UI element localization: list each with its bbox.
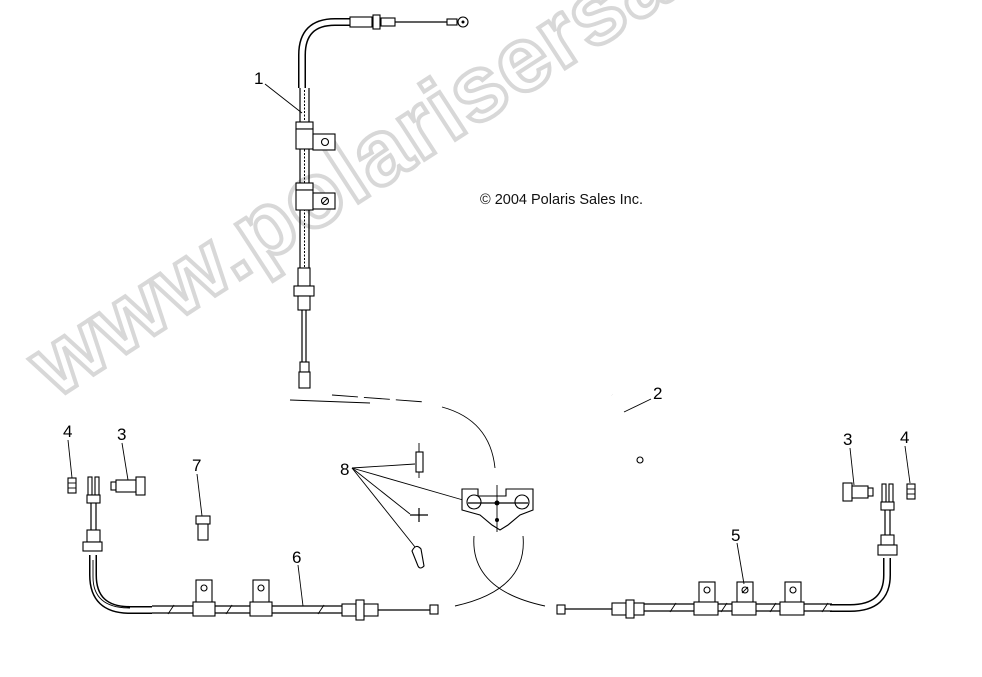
- cable-6-left[interactable]: [82, 476, 439, 621]
- callout-2: 2: [653, 384, 662, 403]
- callout-4-right: 4: [900, 428, 909, 447]
- equalizer-bracket-8[interactable]: [461, 485, 534, 532]
- callout-6: 6: [292, 548, 301, 567]
- cotter-clip-8[interactable]: [411, 545, 425, 569]
- cable-5-right[interactable]: [556, 483, 898, 619]
- clip-4-right[interactable]: [906, 483, 916, 500]
- callout-3-right: 3: [843, 430, 852, 449]
- cable-tie-2[interactable]: [610, 394, 644, 464]
- callout-3-left: 3: [117, 425, 126, 444]
- pin-8[interactable]: [415, 443, 424, 478]
- clevis-pin-3-left[interactable]: [110, 476, 146, 496]
- callout-4-left: 4: [63, 422, 72, 441]
- cross-pin-8[interactable]: [410, 508, 428, 522]
- cable-1-upper[interactable]: [293, 14, 469, 389]
- callout-8: 8: [340, 460, 349, 479]
- copyright-notice: © 2004 Polaris Sales Inc.: [480, 192, 644, 208]
- clevis-pin-3-right[interactable]: [842, 482, 874, 502]
- callout-1: 1: [254, 69, 263, 88]
- clip-4-left[interactable]: [67, 477, 77, 494]
- callout-5: 5: [731, 526, 740, 545]
- bolt-7[interactable]: [195, 515, 211, 541]
- callout-7: 7: [192, 456, 201, 475]
